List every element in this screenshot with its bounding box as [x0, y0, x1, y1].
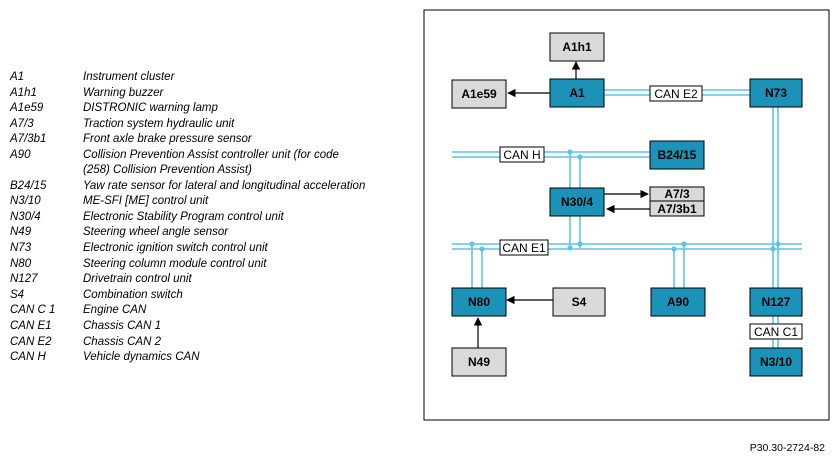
module-a7-3: A7/3 — [649, 186, 705, 202]
module-a1e59: A1e59 — [451, 79, 507, 109]
legend-row: N73 Electronic ignition switch control un… — [10, 241, 413, 256]
svg-text:N49: N49 — [468, 355, 490, 369]
legend-description: ME-SFI [ME] control unit — [83, 195, 209, 208]
legend-code: N49 — [10, 226, 32, 239]
module-n80: N80 — [451, 287, 507, 317]
legend-description: Warning buzzer — [83, 86, 164, 99]
legend-code: CAN E1 — [10, 319, 52, 332]
module-n73: N73 — [749, 78, 803, 108]
legend-row: CAN E1 Chassis CAN 1 — [10, 319, 413, 334]
module-n3-10: N3/10 — [749, 347, 803, 377]
module-b24-15: B24/15 — [649, 140, 705, 170]
legend-description: Electronic ignition switch control unit — [83, 241, 268, 254]
svg-text:A90: A90 — [667, 295, 689, 309]
svg-text:A1h1: A1h1 — [562, 40, 592, 54]
legend-code: A7/3b1 — [10, 133, 47, 146]
legend-description: Drivetrain control unit — [83, 273, 192, 286]
legend-code: N127 — [10, 273, 38, 286]
legend-description: Engine CAN — [83, 304, 147, 317]
legend-code: A1 — [10, 71, 25, 83]
legend-code: A90 — [10, 148, 31, 161]
bus-label-can-c1: CAN C1 — [749, 323, 803, 340]
legend-row: A1h1 Warning buzzer — [10, 86, 413, 101]
legend-row: B24/15 Yaw rate sensor for lateral and lo… — [10, 179, 413, 194]
bus-label-can-e1: CAN E1 — [499, 239, 549, 256]
legend-description: Traction system hydraulic unit — [83, 117, 235, 130]
legend-code: N80 — [10, 257, 32, 270]
bus-label-can-e2: CAN E2 — [649, 85, 703, 102]
legend-code: CAN E2 — [10, 335, 52, 348]
module-a7-3b1: A7/3b1 — [649, 200, 705, 217]
module-a1h1: A1h1 — [549, 32, 605, 62]
legend-row: N3/10 ME-SFI [ME] control unit — [10, 194, 413, 209]
svg-text:A7/3: A7/3 — [664, 187, 690, 201]
legend-code: B24/15 — [10, 179, 47, 192]
legend-description: Chassis CAN 2 — [83, 335, 161, 348]
legend-description: Steering wheel angle sensor — [83, 226, 229, 239]
legend-code: A1e59 — [10, 102, 44, 115]
legend-code: N30/4 — [10, 210, 41, 223]
svg-text:CAN E1: CAN E1 — [502, 241, 546, 255]
legend-description: Front axle brake pressure sensor — [83, 133, 252, 146]
module-s4: S4 — [552, 287, 606, 317]
legend-description: Combination switch — [83, 288, 183, 301]
module-n30-4: N30/4 — [549, 187, 605, 217]
legend-row: CAN H Vehicle dynamics CAN — [10, 350, 413, 365]
legend-code: S4 — [10, 288, 25, 301]
svg-text:CAN E2: CAN E2 — [654, 87, 698, 101]
legend-code: CAN H — [10, 351, 46, 364]
legend-description: Electronic Stability Program control uni… — [83, 210, 284, 223]
signal-arrows — [473, 61, 650, 348]
legend-description: Yaw rate sensor for lateral and longitud… — [83, 179, 366, 192]
svg-text:N3/10: N3/10 — [760, 355, 792, 369]
module-n127: N127 — [749, 287, 803, 317]
diagram-frame — [423, 9, 830, 421]
legend-row: A1 Instrument cluster — [10, 70, 413, 85]
legend-row: A1e59 DISTRONIC warning lamp — [10, 101, 413, 116]
legend-row: A90 Collision Prevention Assist controlle… — [10, 148, 413, 178]
svg-text:S4: S4 — [572, 295, 587, 309]
legend-description: Instrument cluster — [83, 71, 175, 83]
legend-row: N49 Steering wheel angle sensor — [10, 225, 413, 240]
module-n49: N49 — [451, 347, 507, 377]
svg-text:CAN C1: CAN C1 — [754, 325, 798, 339]
bus-label-can-h: CAN H — [499, 146, 545, 163]
module-a1: A1 — [549, 78, 605, 108]
bus-junctions — [469, 149, 781, 252]
legend-description: Steering column module control unit — [83, 257, 267, 270]
svg-text:N30/4: N30/4 — [561, 195, 593, 209]
svg-text:CAN H: CAN H — [503, 148, 540, 162]
svg-text:A1e59: A1e59 — [461, 87, 497, 101]
legend-code: CAN C 1 — [10, 304, 56, 317]
legend-code: N3/10 — [10, 195, 41, 208]
legend-description: DISTRONIC warning lamp — [83, 102, 218, 115]
legend-code: A7/3 — [10, 117, 34, 130]
legend-description: Vehicle dynamics CAN — [83, 351, 200, 364]
legend-code: A1h1 — [10, 86, 37, 99]
svg-text:N80: N80 — [468, 295, 490, 309]
legend-description: Collision Prevention Assist controller u… — [83, 148, 339, 176]
legend-row: S4 Combination switch — [10, 288, 413, 303]
legend-description: Chassis CAN 1 — [83, 319, 161, 332]
legend-row: A7/3b1 Front axle brake pressure sensor — [10, 132, 413, 147]
figure-reference: P30.30-2724-82 — [749, 442, 825, 454]
legend-row: N30/4 Electronic Stability Program contro… — [10, 210, 413, 225]
legend-row: N80 Steering column module control unit — [10, 257, 413, 272]
module-a90: A90 — [650, 287, 706, 317]
svg-text:A1: A1 — [569, 86, 585, 100]
svg-text:A7/3b1: A7/3b1 — [657, 202, 697, 216]
legend-code: N73 — [10, 241, 32, 254]
legend-row: CAN C 1 Engine CAN — [10, 303, 413, 318]
svg-text:N127: N127 — [762, 295, 791, 309]
svg-text:N73: N73 — [765, 86, 787, 100]
legend-row: N127 Drivetrain control unit — [10, 272, 413, 287]
svg-text:B24/15: B24/15 — [658, 148, 697, 162]
legend-row: A7/3 Traction system hydraulic unit — [10, 117, 413, 132]
legend-row: CAN E2 Chassis CAN 2 — [10, 335, 413, 350]
